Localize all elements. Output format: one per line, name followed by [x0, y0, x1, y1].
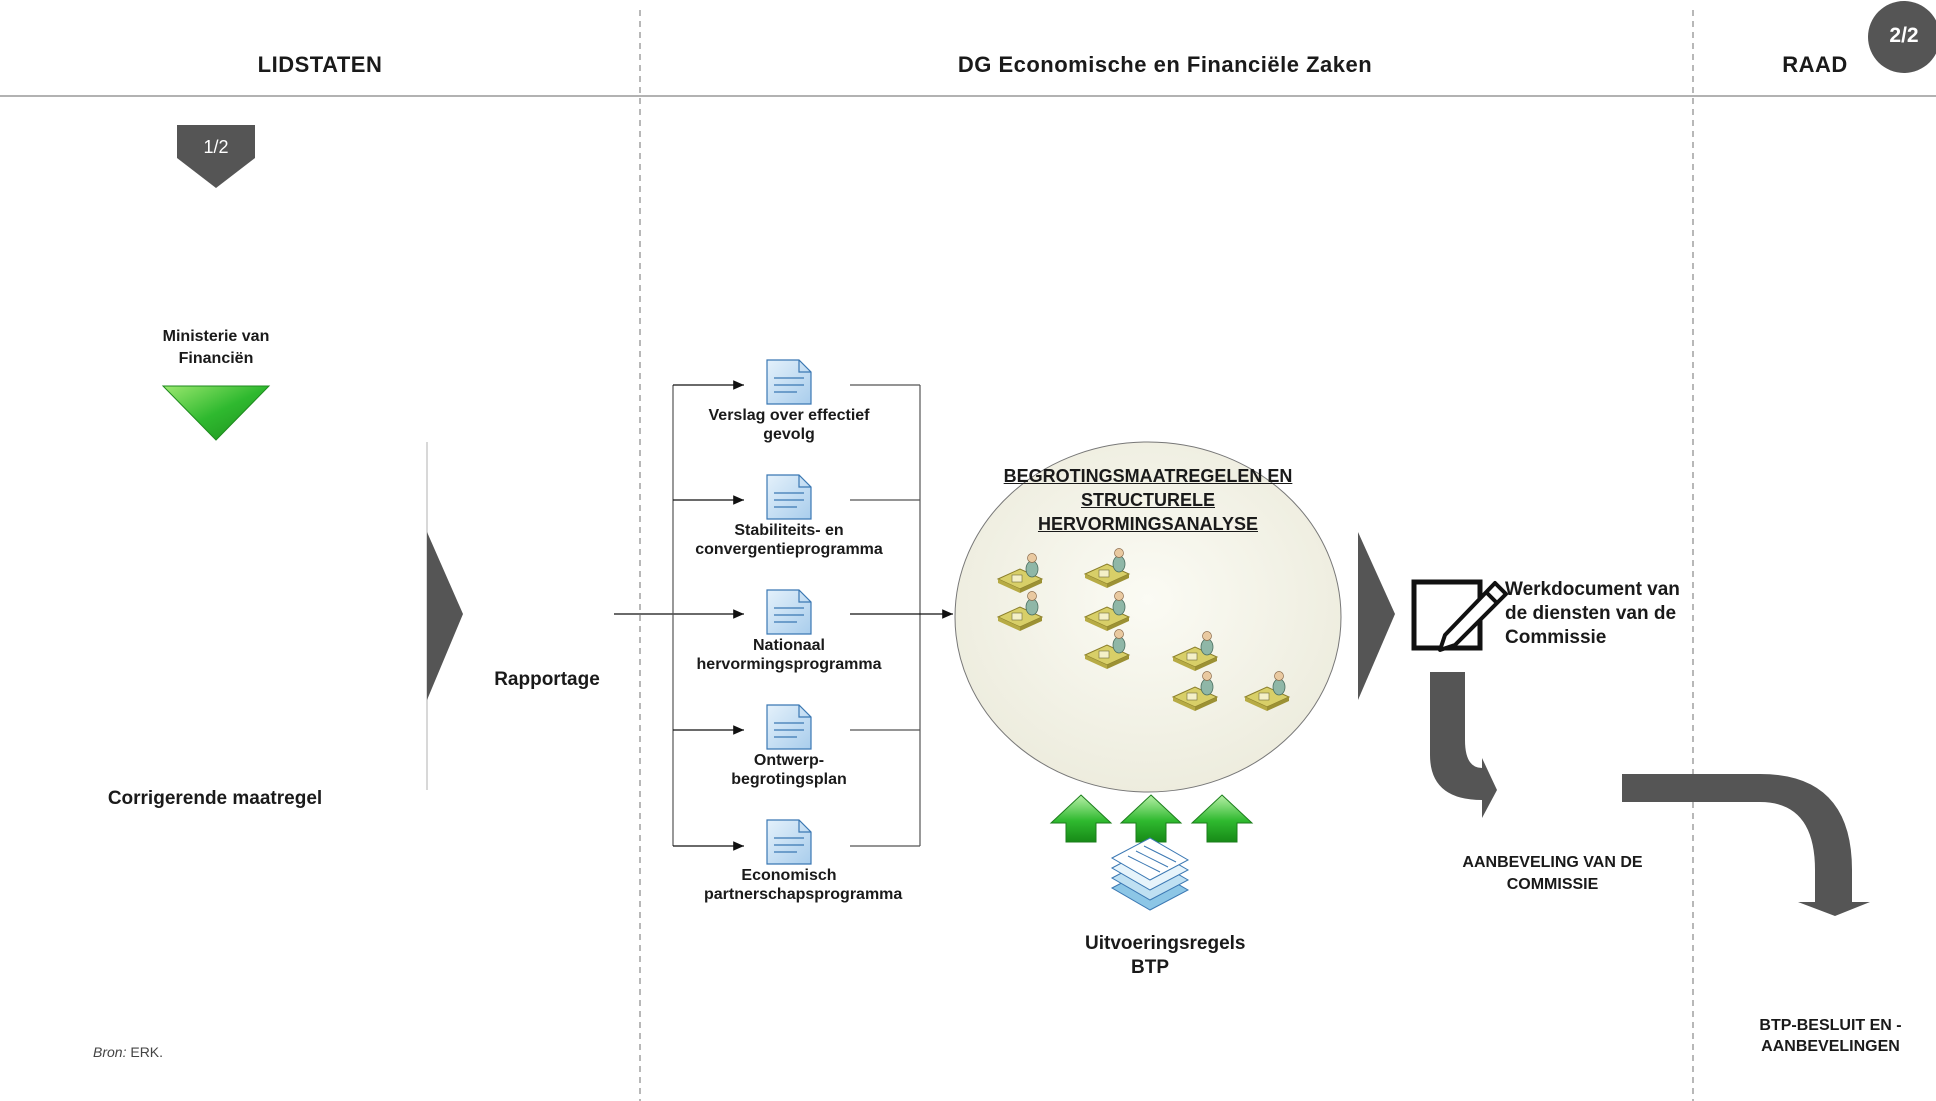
edit-document-icon — [1411, 579, 1508, 652]
council-decision-label: BTP-BESLUIT EN -AANBEVELINGEN — [1759, 1017, 1902, 1055]
curved-arrow-council — [1622, 774, 1870, 916]
badge-left-label: 1/2 — [203, 137, 229, 157]
rules-stack-icon — [1110, 837, 1190, 911]
analysis-circle — [954, 441, 1342, 793]
doc-label-stability-programme: Stabiliteits- en convergentieprogramma — [695, 522, 883, 558]
badge-right-shape — [1868, 1, 1936, 73]
corrective-measure-label: Corrigerende maatregel — [107, 788, 323, 809]
badge-right-label: 2/2 — [1889, 24, 1919, 47]
chevron-right — [1358, 532, 1395, 700]
ministry-triangle — [161, 385, 271, 441]
column-header-dg: DG Economische en Financiële Zaken — [957, 52, 1373, 77]
reporting-label: Rapportage — [494, 669, 600, 690]
chevron-left — [427, 532, 463, 700]
column-header-council: RAAD — [1782, 52, 1848, 77]
doc-label-economic-partnership: Economisch partnerschapsprogramma — [704, 867, 903, 903]
ministry-label: Ministerie van Financiën — [162, 328, 270, 367]
doc-label-effect-report: Verslag over effectief gevolg — [708, 407, 870, 443]
doc-label-draft-budget-plan: Ontwerp-begrotingsplan — [731, 752, 847, 788]
rules-label: Uitvoeringsregels BTP — [1085, 933, 1246, 978]
document-icons — [766, 359, 812, 865]
column-header-member-states: LIDSTATEN — [257, 52, 383, 77]
staff-document-label: Werkdocument van de diensten van de Comm… — [1505, 579, 1680, 648]
doc-label-reform-programme: Nationaal hervormingsprogramma — [696, 637, 882, 673]
source-note: Bron: ERK. — [93, 1044, 163, 1060]
green-up-arrows — [1049, 794, 1254, 843]
source-text: ERK. — [130, 1044, 164, 1060]
analysis-title: BEGROTINGSMAATREGELEN EN STRUCTURELE HER… — [1003, 466, 1293, 534]
recommendation-label: AANBEVELING VAN DE COMMISSIE — [1462, 854, 1643, 893]
doc-arrows — [673, 380, 744, 851]
source-prefix: Bron: — [93, 1044, 127, 1060]
badge-left-shape — [177, 125, 255, 188]
doc-out-lines — [850, 384, 920, 847]
curved-arrow-recommendation — [1430, 672, 1497, 818]
